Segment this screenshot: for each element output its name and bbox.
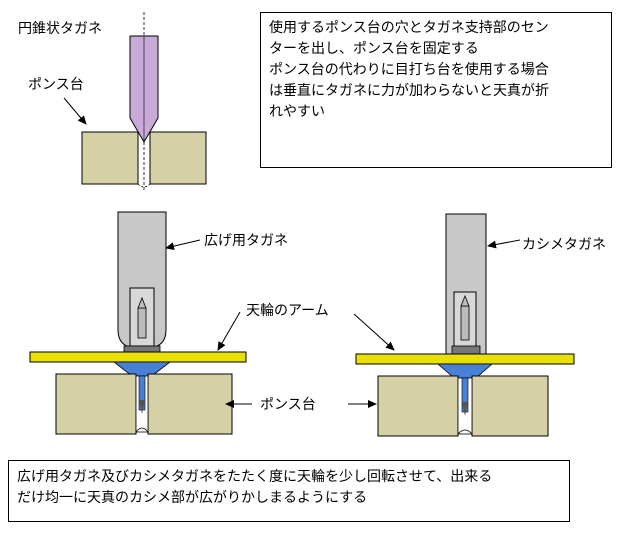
top-setup xyxy=(63,12,207,190)
balance-arm-right xyxy=(355,353,575,365)
note-top-line: ターを出し、ポンス台を固定する xyxy=(269,41,479,57)
note-top: 使用するポンス台の穴とタガネ支持部のセン ターを出し、ポンス台を固定する ポンス… xyxy=(260,12,612,168)
note-bottom: 広げ用タガネ及びカシメタガネをたたく度に天輪を少し回転させて、出来る だけ均一に… xyxy=(8,460,570,522)
label-spreading-punch: 広げ用タガネ xyxy=(204,233,288,249)
label-punch-block-bottom: ポンス台 xyxy=(260,397,316,413)
note-top-line: れやすい xyxy=(269,104,325,120)
note-top-line: 使用するポンス台の穴とタガネ支持部のセン xyxy=(269,20,549,36)
note-top-line: ポンス台の代わりに目打ち台を使用する場合 xyxy=(269,62,549,78)
note-bottom-line: だけ均一に天真のカシメ部が広がりかしまるようにする xyxy=(17,490,368,506)
note-top-line: は垂直にタガネに力が加わらないと天真が折 xyxy=(269,83,549,99)
punch-block-bottom-right xyxy=(377,375,459,437)
balance-arm-left xyxy=(29,351,247,363)
label-staking-punch: カシメタガネ xyxy=(522,237,606,253)
punch-block-bottom-left xyxy=(55,373,137,435)
right-setup xyxy=(225,213,575,437)
label-balance-arm: 天輪のアーム xyxy=(246,303,329,319)
punch-block-left xyxy=(81,131,139,185)
label-conical-punch: 円錐状タガネ xyxy=(18,21,102,37)
note-bottom-line: 広げ用タガネ及びカシメタガネをたたく度に天輪を少し回転させて、出来る xyxy=(17,469,493,485)
punch-block-right xyxy=(149,131,207,185)
left-setup xyxy=(29,211,247,435)
label-punch-block-top: ポンス台 xyxy=(28,77,84,93)
